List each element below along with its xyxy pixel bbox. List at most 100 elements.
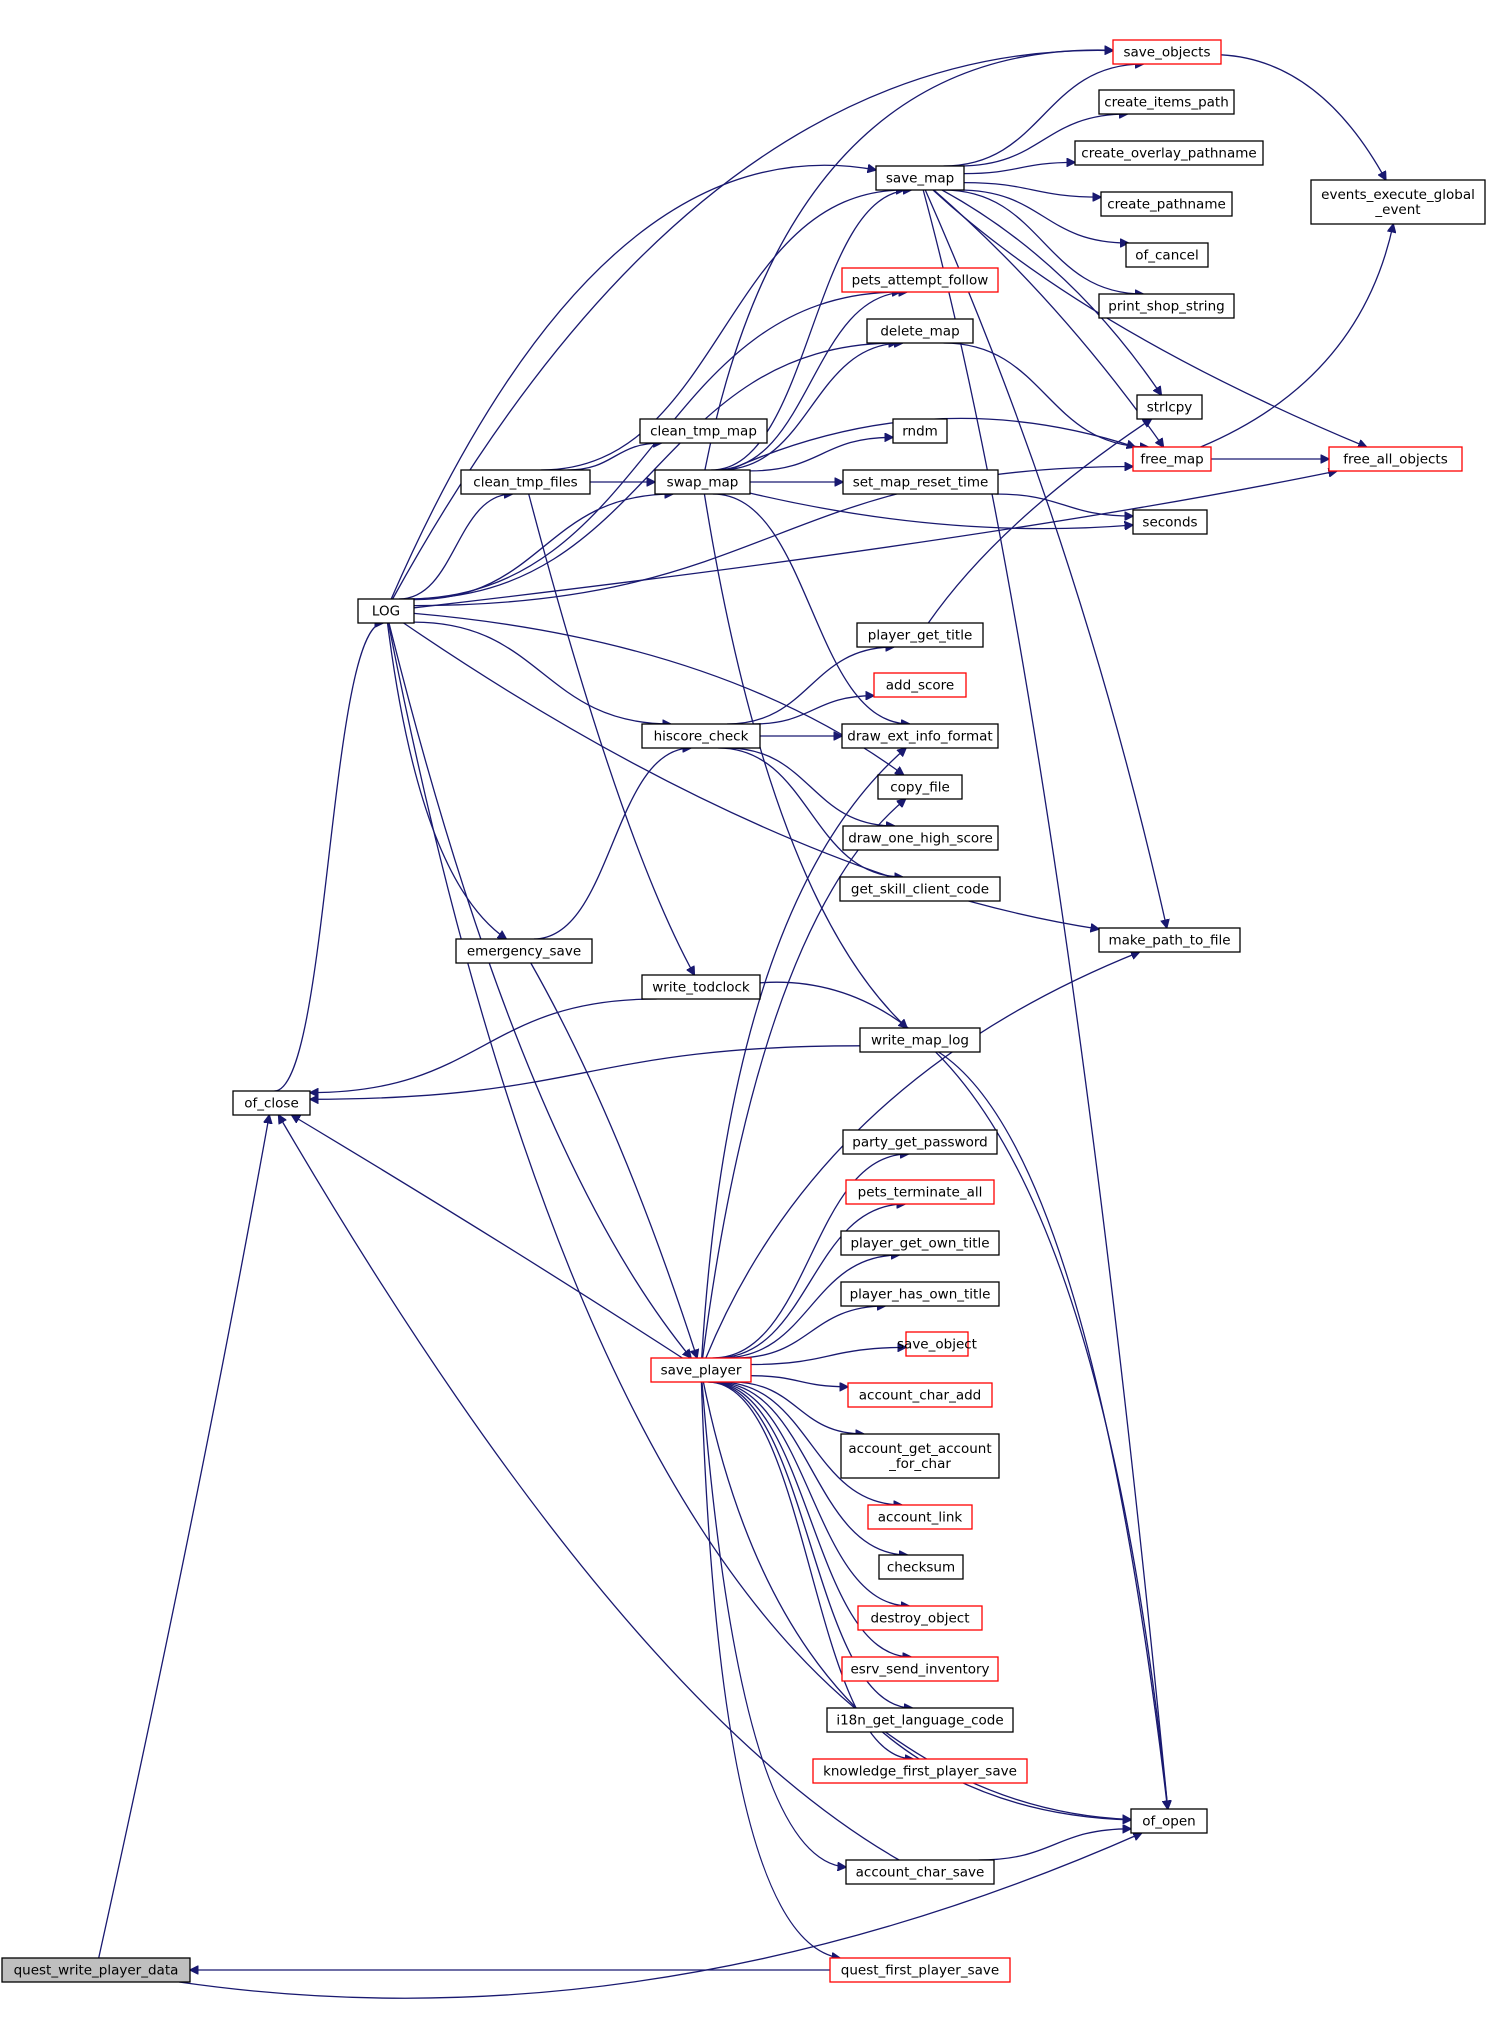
- node-box: [812, 1758, 1028, 1784]
- node-label: checksum: [887, 1560, 955, 1576]
- edge-write-map-log-to-of-open: [938, 1051, 1168, 1809]
- edge-hiscore-check-to-add-score: [752, 696, 875, 725]
- node-checksum[interactable]: checksum: [878, 1554, 964, 1580]
- node-copy-file[interactable]: copy_file: [877, 774, 963, 800]
- node-player-get-own-title[interactable]: player_get_own_title: [840, 1230, 1000, 1256]
- node-box: [641, 723, 761, 749]
- node-box: [357, 598, 415, 624]
- node-print-shop-string[interactable]: print_shop_string: [1098, 293, 1235, 319]
- edge-quest-write-player-data-to-of-close: [98, 1115, 270, 1959]
- node-draw-ext-info-format[interactable]: draw_ext_info_format: [841, 723, 999, 749]
- node-box: [875, 165, 965, 191]
- node-pets-terminate-all[interactable]: pets_terminate_all: [845, 1179, 995, 1205]
- node-box: [840, 1281, 1000, 1307]
- node-label: pets_terminate_all: [858, 1185, 983, 1201]
- node-party-get-password[interactable]: party_get_password: [842, 1129, 998, 1155]
- node-box: [1132, 446, 1212, 472]
- node-strlcpy[interactable]: strlcpy: [1136, 394, 1203, 420]
- node-save-objects[interactable]: save_objects: [1112, 39, 1222, 65]
- node-add-score[interactable]: add_score: [873, 672, 967, 698]
- node-box: [460, 469, 591, 495]
- edge-quest-write-player-data-to-of-open: [179, 1833, 1142, 1999]
- node-box: [839, 876, 1001, 902]
- node-label: hiscore_check: [654, 729, 749, 745]
- edge-save-map-to-of-cancel: [958, 189, 1129, 243]
- node-LOG[interactable]: LOG: [357, 598, 415, 624]
- node-make-path-to-file[interactable]: make_path_to_file: [1098, 927, 1241, 953]
- edge-save-player-to-pets-terminate-all: [715, 1204, 905, 1359]
- edge-save-player-to-esrv-send-inventory: [709, 1381, 911, 1657]
- node-account-char-save[interactable]: account_char_save: [845, 1859, 995, 1885]
- node-esrv-send-inventory[interactable]: esrv_send_inventory: [841, 1656, 999, 1682]
- node-box: [1074, 140, 1264, 166]
- node-box: [845, 1179, 995, 1205]
- edge-save-map-to-create-pathname: [963, 181, 1101, 198]
- node-quest-first-player-save[interactable]: quest_first_player_save: [829, 1957, 1011, 1983]
- node-save-player[interactable]: save_player: [650, 1357, 752, 1383]
- node-swap-map[interactable]: swap_map: [654, 469, 751, 495]
- node-box: [639, 418, 768, 444]
- node-create-pathname[interactable]: create_pathname: [1100, 191, 1233, 217]
- node-box: [826, 1707, 1014, 1733]
- edge-write-map-log-to-of-close: [310, 1045, 861, 1100]
- edge-save-player-to-account-char-save: [701, 1381, 846, 1867]
- node-draw-one-high-score[interactable]: draw_one_high_score: [842, 825, 999, 851]
- node-label: swap_map: [667, 475, 739, 491]
- node-delete-map[interactable]: delete_map: [866, 318, 974, 344]
- edge-swap-map-to-draw-ext-info-format: [712, 493, 910, 724]
- edge-player-get-title-to-strlcpy: [927, 419, 1151, 624]
- node-account-char-add[interactable]: account_char_add: [847, 1382, 993, 1408]
- node-free-all-objects[interactable]: free_all_objects: [1328, 446, 1463, 472]
- edge-save-player-to-checksum: [714, 1381, 907, 1555]
- edge-swap-map-to-delete-map: [719, 343, 903, 471]
- node-box: [842, 469, 999, 495]
- node-set-map-reset-time[interactable]: set_map_reset_time: [842, 469, 999, 495]
- edge-save-map-to-create-overlay-pathname: [963, 162, 1075, 175]
- edge-save-player-to-party-get-password: [712, 1154, 909, 1359]
- node-save-object[interactable]: save_object: [897, 1331, 977, 1357]
- node-quest-write-player-data[interactable]: quest_write_player_data: [1, 1957, 191, 1983]
- node-of-open[interactable]: of_open: [1130, 1808, 1208, 1834]
- node-player-get-title[interactable]: player_get_title: [856, 622, 984, 648]
- edge-clean-tmp-files-to-clean-tmp-map: [567, 443, 661, 471]
- node-rndm[interactable]: rndm: [892, 418, 948, 444]
- node-box: [905, 1331, 969, 1357]
- node-create-overlay-pathname[interactable]: create_overlay_pathname: [1074, 140, 1264, 166]
- node-label: clean_tmp_map: [650, 424, 757, 440]
- node-events-execute-global-event[interactable]: events_execute_global_event: [1310, 179, 1486, 225]
- node-label: player_get_title: [868, 628, 973, 644]
- node-player-has-own-title[interactable]: player_has_own_title: [840, 1281, 1000, 1307]
- node-destroy-object[interactable]: destroy_object: [857, 1605, 983, 1631]
- node-create-items-path[interactable]: create_items_path: [1098, 89, 1235, 115]
- node-label: make_path_to_file: [1108, 933, 1230, 949]
- node-pets-attempt-follow[interactable]: pets_attempt_follow: [841, 267, 999, 293]
- node-knowledge-first-player-save[interactable]: knowledge_first_player_save: [812, 1758, 1028, 1784]
- edge-save-map-to-free-all-objects: [932, 189, 1367, 447]
- node-account-get-account-for-char[interactable]: account_get_account_for_char: [840, 1433, 1000, 1479]
- node-of-cancel[interactable]: of_cancel: [1125, 242, 1209, 268]
- node-label: add_score: [886, 678, 954, 694]
- node-free-map[interactable]: free_map: [1132, 446, 1212, 472]
- edge-swap-map-to-save-objects: [704, 50, 1113, 471]
- node-label: draw_one_high_score: [848, 831, 993, 847]
- node-write-map-log[interactable]: write_map_log: [859, 1027, 981, 1053]
- node-account-link[interactable]: account_link: [867, 1504, 973, 1530]
- edge-LOG-to-save-objects: [392, 50, 1113, 600]
- node-label: knowledge_first_player_save: [823, 1764, 1017, 1780]
- node-seconds[interactable]: seconds: [1132, 509, 1208, 535]
- node-clean-tmp-map[interactable]: clean_tmp_map: [639, 418, 768, 444]
- node-hiscore-check[interactable]: hiscore_check: [641, 723, 761, 749]
- node-box: [842, 1129, 998, 1155]
- node-of-close[interactable]: of_close: [232, 1090, 311, 1116]
- node-clean-tmp-files[interactable]: clean_tmp_files: [460, 469, 591, 495]
- edge-clean-tmp-files-to-save-map: [541, 190, 904, 471]
- node-emergency-save[interactable]: emergency_save: [455, 938, 593, 964]
- node-label: esrv_send_inventory: [850, 1662, 989, 1678]
- node-box: [841, 267, 999, 293]
- node-write-todclock[interactable]: write_todclock: [641, 974, 761, 1000]
- edge-save-map-to-save-objects: [943, 64, 1144, 167]
- node-save-map[interactable]: save_map: [875, 165, 965, 191]
- node-i18n-get-language-code[interactable]: i18n_get_language_code: [826, 1707, 1014, 1733]
- node-get-skill-client-code[interactable]: get_skill_client_code: [839, 876, 1001, 902]
- edge-LOG-to-pets-attempt-follow: [405, 292, 900, 600]
